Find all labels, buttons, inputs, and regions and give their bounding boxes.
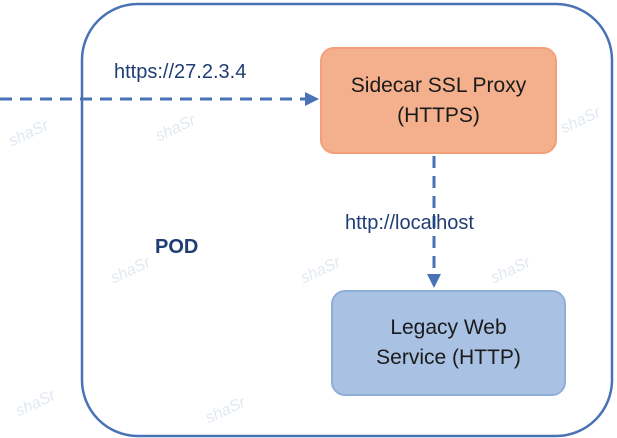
internal-url-label: http://localhost bbox=[345, 212, 474, 234]
legacy-protocol: Service (HTTP) bbox=[376, 346, 521, 369]
proxy-title: Sidecar SSL Proxy bbox=[350, 73, 527, 97]
localhost-arrow-head bbox=[427, 274, 441, 288]
sidecar-ssl-proxy-box: Sidecar SSL Proxy (HTTPS) bbox=[320, 47, 557, 154]
external-url-label: https://27.2.3.4 bbox=[114, 61, 247, 83]
legacy-title: Legacy Web bbox=[390, 316, 507, 339]
inbound-arrow-head bbox=[305, 92, 319, 106]
legacy-web-service-box: Legacy Web Service (HTTP) bbox=[331, 290, 566, 396]
proxy-protocol: (HTTPS) bbox=[397, 103, 480, 127]
pod-boundary bbox=[80, 2, 614, 438]
pod-label: POD bbox=[155, 236, 199, 258]
